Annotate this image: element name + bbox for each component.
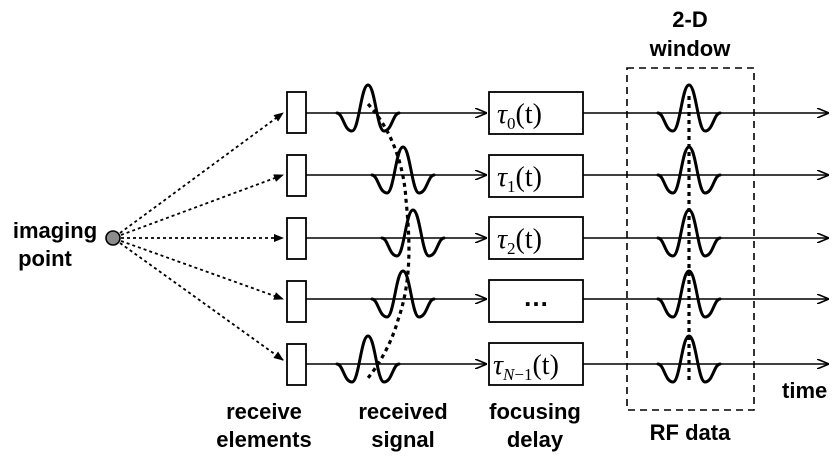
receive-element-2 [286,217,307,260]
delay-box-2 [488,216,584,260]
ray-0 [119,112,284,234]
window-label-line1: 2-D [672,7,707,32]
delay-label-1: τ1(t) [497,162,542,196]
delay-ellipsis: … [523,282,549,312]
delay-box-1 [488,154,584,198]
ray-1 [120,174,284,236]
receive-element-3 [286,280,307,323]
received-pulse-4 [335,334,401,384]
received-signal-pulses [335,83,446,384]
delay-label-2: τ2(t) [497,224,542,258]
received-wavefront-curve [366,102,411,379]
propagation-rays [119,112,284,361]
receive-elements-label-line1: receive [226,399,302,424]
delay-label-4: τN−1(t) [493,350,559,384]
focusing-delay-boxes [488,91,584,386]
delay-label-0: τ0(t) [497,99,542,133]
received-pulse-0 [335,83,401,133]
rf-data-label: RF data [650,420,731,445]
imaging-point-dot [105,230,121,246]
receive-element-4 [286,343,307,386]
received-pulse-2 [380,208,446,258]
received-signal-label-line2: signal [371,427,435,452]
received-pulse-1 [370,145,436,195]
imaging-point-label-line2: point [18,246,72,271]
focusing-delay-label-line1: focusing [489,399,581,424]
window-label-line2: window [649,36,732,61]
window-box [626,67,755,411]
receive-element-1 [286,154,307,197]
ray-4 [119,242,284,361]
delay-box-0 [488,91,584,135]
imaging-point-label-line1: imaging [13,218,97,243]
received-pulse-3 [370,269,436,319]
aligned-pulse-3 [656,269,722,319]
received-signal-label-line1: received [358,399,447,424]
channel-lines-out [583,113,828,364]
time-axis-label: time [782,378,827,403]
delay-box-4 [488,342,584,386]
focusing-delay-label-line2: delay [507,427,564,452]
aligned-pulse-4 [656,334,722,384]
aligned-pulse-0 [656,83,722,133]
delay-box-3 [488,279,584,323]
ray-3 [120,240,284,300]
receive-elements [286,91,307,386]
receive-elements-label-line2: elements [216,427,311,452]
receive-element-0 [286,91,307,134]
